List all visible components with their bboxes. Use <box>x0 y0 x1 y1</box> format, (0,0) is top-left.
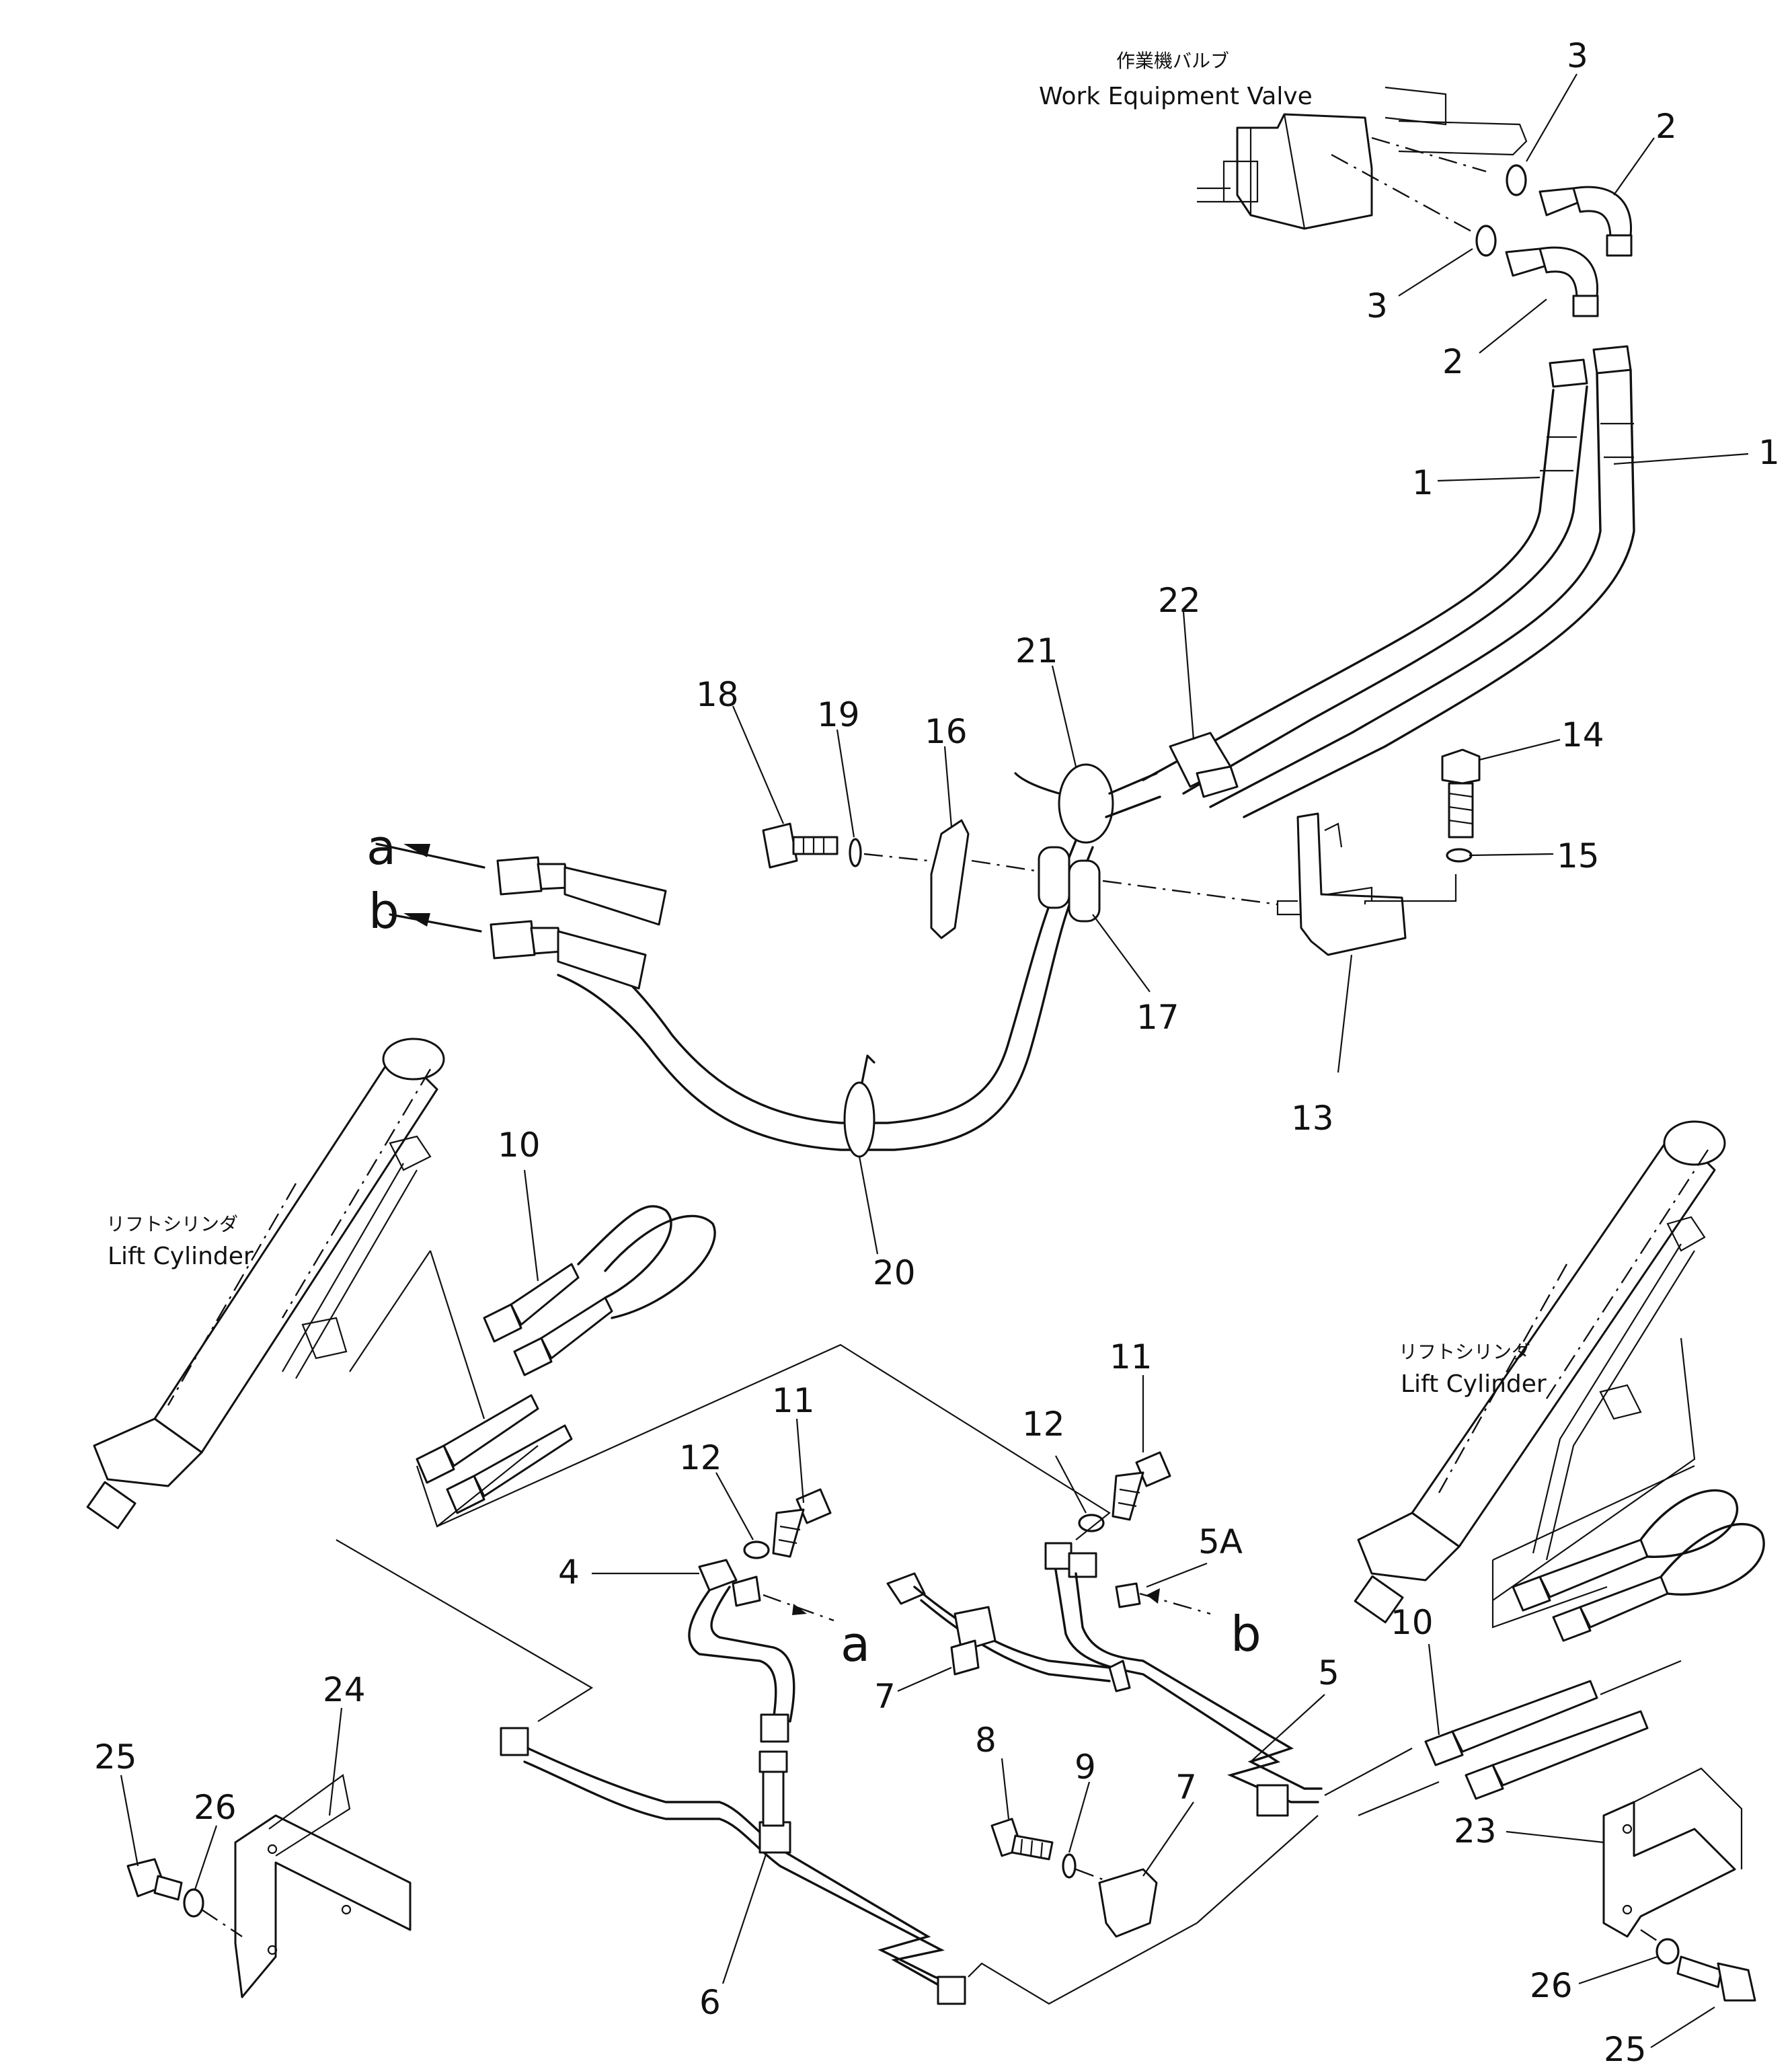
bracket-24 <box>234 1774 412 1998</box>
callout-3-mid: 3 <box>1366 286 1388 325</box>
leader-lines <box>120 73 1749 2048</box>
callout-1-right: 1 <box>1758 433 1780 472</box>
tube-5 <box>1044 1542 1323 1817</box>
work-valve-label: 作業機バルブ Work Equipment Valve <box>1039 50 1313 110</box>
hose-10-left <box>416 1205 716 1514</box>
callout-15: 15 <box>1557 836 1600 875</box>
hose-1-pair <box>1142 345 1635 818</box>
callout-numbers: 3 2 3 2 1 1 22 21 18 19 16 14 15 17 13 2… <box>94 36 1780 2067</box>
o-ring-3-upper <box>1506 164 1527 196</box>
clip-16 <box>930 819 970 939</box>
connection-letters: a b a b <box>366 819 1261 1672</box>
hose-end-b <box>490 920 647 990</box>
clamp-7-bottom <box>1098 1868 1158 1938</box>
tube-4 <box>688 1559 795 1743</box>
callout-18: 18 <box>696 675 739 714</box>
connection-b-bottom: b <box>1231 1606 1261 1662</box>
callout-4: 4 <box>558 1553 580 1592</box>
callout-26-right: 26 <box>1530 1966 1573 2005</box>
grommet-21 <box>1058 763 1114 844</box>
washer-12-left <box>743 1540 770 1559</box>
callout-19: 19 <box>817 695 860 734</box>
o-ring-3-lower <box>1475 225 1497 257</box>
callout-13: 13 <box>1291 1099 1334 1138</box>
lift-cylinder-right <box>1354 1120 1726 1624</box>
washer-26-left <box>183 1888 204 1918</box>
bolt-8 <box>990 1818 1054 1861</box>
callout-1-left: 1 <box>1412 463 1434 502</box>
callout-5A: 5A <box>1198 1522 1243 1561</box>
callout-12-right: 12 <box>1022 1405 1065 1444</box>
callout-7-top: 7 <box>874 1677 896 1716</box>
lift-cylinder-left-label-en: Lift Cylinder <box>108 1243 254 1270</box>
connection-b-top: b <box>368 883 399 939</box>
clamp-22 <box>1169 732 1239 798</box>
connection-a-top: a <box>366 819 396 875</box>
work-valve-label-jp: 作業機バルブ <box>1116 50 1229 72</box>
bracket-13 <box>1276 812 1407 956</box>
callout-8: 8 <box>975 1721 997 1760</box>
washer-9 <box>1062 1853 1077 1879</box>
washer-19 <box>849 838 862 867</box>
lift-cylinder-left <box>86 1038 445 1530</box>
connection-a-bottom: a <box>841 1616 870 1672</box>
clamp-band-20 <box>843 1081 875 1158</box>
callout-23: 23 <box>1454 1811 1497 1850</box>
hose-10-right <box>1424 1489 1765 1800</box>
elbow-fitting-2-lower <box>1505 246 1599 317</box>
callout-24: 24 <box>323 1670 366 1709</box>
callout-11-left: 11 <box>772 1381 815 1420</box>
fitting-5A <box>1115 1582 1141 1608</box>
hose-end-a <box>496 856 667 926</box>
bracket-23 <box>1602 1767 1743 1938</box>
lift-cylinder-right-label-en: Lift Cylinder <box>1401 1370 1547 1398</box>
bolt-11-right <box>1112 1451 1171 1521</box>
lift-cylinder-left-label-jp: リフトシリンダ <box>106 1213 238 1235</box>
callout-6: 6 <box>699 1983 721 2022</box>
bolt-18 <box>762 822 839 869</box>
clamp-7-top <box>886 1572 1111 1682</box>
callout-10-right: 10 <box>1391 1603 1434 1642</box>
work-equipment-valve <box>1197 86 1528 233</box>
callout-14: 14 <box>1561 715 1604 754</box>
callout-16: 16 <box>925 712 968 751</box>
callout-9: 9 <box>1075 1748 1096 1787</box>
callout-25-left: 25 <box>94 1738 137 1777</box>
callout-3-top: 3 <box>1567 36 1588 75</box>
callout-20: 20 <box>873 1253 916 1292</box>
callout-26-left: 26 <box>194 1788 237 1827</box>
callout-5: 5 <box>1318 1653 1339 1692</box>
callout-11-right: 11 <box>1109 1337 1153 1376</box>
callout-12-left: 12 <box>679 1438 722 1477</box>
lift-cylinder-right-label-jp: リフトシリンダ <box>1399 1341 1530 1363</box>
callout-2-top: 2 <box>1655 107 1677 146</box>
work-valve-label-en: Work Equipment Valve <box>1039 83 1313 110</box>
callout-2-mid: 2 <box>1442 342 1464 381</box>
washer-26-right <box>1655 1938 1680 1965</box>
callout-10-left: 10 <box>498 1126 541 1165</box>
bolt-14 <box>1441 748 1481 838</box>
callout-7-bot: 7 <box>1175 1768 1197 1807</box>
bolt-25-left <box>126 1858 183 1901</box>
tube-6 <box>500 1727 966 2005</box>
elbow-fitting-2-upper <box>1538 186 1633 257</box>
bolt-11-left <box>772 1488 832 1558</box>
clamp-17 <box>1038 846 1101 923</box>
washer-12-right <box>1078 1514 1105 1532</box>
callout-25-right: 25 <box>1604 2030 1647 2064</box>
callout-21: 21 <box>1015 631 1058 670</box>
callout-22: 22 <box>1158 581 1201 620</box>
washer-15 <box>1446 848 1473 863</box>
callout-17: 17 <box>1136 998 1179 1037</box>
bolt-25-right <box>1676 1955 1756 2002</box>
